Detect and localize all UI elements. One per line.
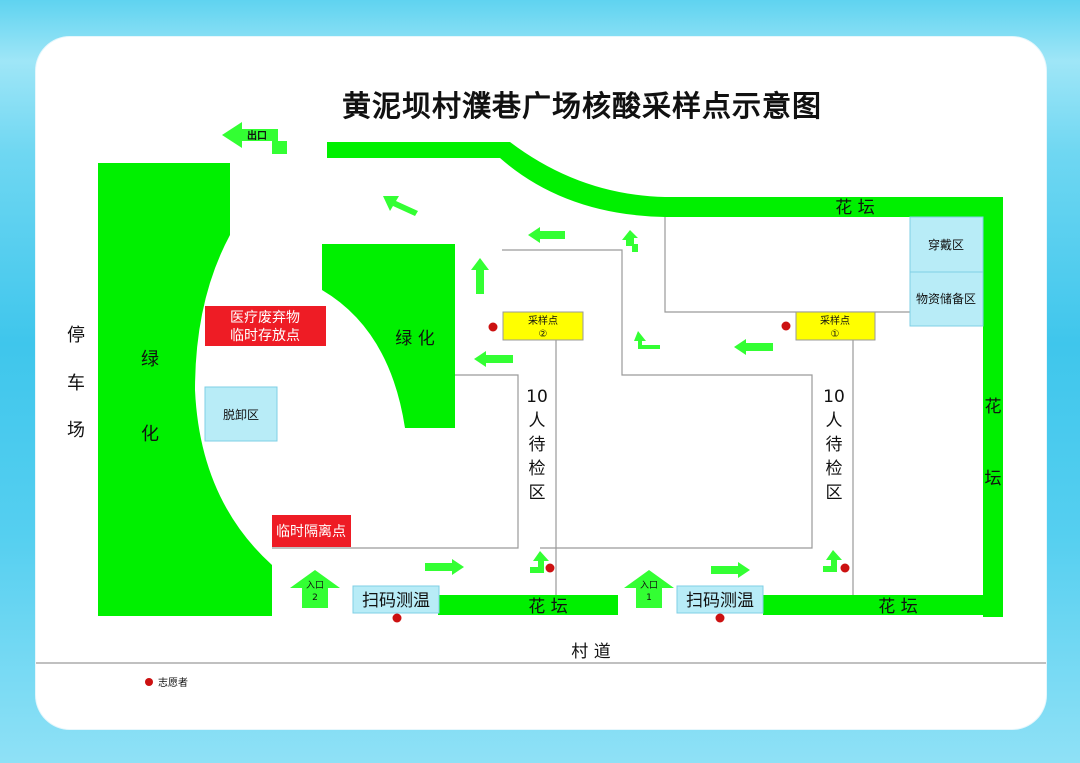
sampling-point-2 — [502, 311, 584, 341]
entrance-1: 入口 1 — [624, 570, 674, 608]
flower-bed-bottom-right — [763, 595, 1003, 615]
undress-area-label: 脱卸区 — [223, 407, 259, 422]
volunteer-dot — [545, 563, 555, 573]
sampling-point-2-num: ② — [539, 329, 548, 340]
arrow-corner-mid — [634, 331, 660, 349]
arrow-diagonal-up-left — [383, 196, 418, 216]
arrow-corner-top — [622, 230, 638, 252]
arrow-corner-bottom-2 — [530, 551, 549, 573]
arrow-left-right-queue — [734, 339, 773, 355]
undress-area — [204, 386, 278, 442]
village-road-label: 村 道 — [571, 642, 610, 662]
arrow-corner-bottom-1 — [823, 550, 842, 572]
flower-bottom-mid-label: 花 坛 — [528, 597, 567, 617]
volunteers — [392, 321, 850, 623]
waiting-1-line-3: 待 — [826, 435, 843, 455]
sampling-point-1-num: ① — [831, 329, 840, 340]
sampling-point-2-label: 采样点 — [528, 314, 558, 327]
green-left-char-2: 化 — [141, 424, 159, 445]
sampling-point-1-label: 采样点 — [820, 314, 850, 327]
waiting-1-line-4: 检 — [826, 459, 843, 479]
storage-area-label: 物资储备区 — [916, 291, 976, 306]
exit-label: 出口 — [247, 129, 267, 142]
scan-temp-1-label: 扫码测温 — [686, 591, 754, 611]
map-title: 黄泥坝村濮巷广场核酸采样点示意图 — [342, 89, 822, 123]
medical-waste-point — [205, 306, 326, 346]
dress-area-label: 穿戴区 — [928, 237, 964, 252]
arrow-up — [471, 258, 489, 294]
flower-bottom-right-label: 花 坛 — [878, 597, 917, 617]
parking-char-2: 车 — [67, 373, 85, 394]
waiting-1-line-5: 区 — [826, 483, 843, 503]
legend-volunteer-label: 志愿者 — [158, 676, 188, 689]
volunteer-dot — [392, 613, 402, 623]
waiting-area-1: 10 人 待 检 区 — [823, 387, 845, 503]
entrance-2-num: 2 — [312, 593, 318, 603]
waiting-2-line-4: 检 — [529, 459, 546, 479]
volunteer-dot — [488, 322, 498, 332]
flower-right-char-2: 坛 — [985, 469, 1002, 489]
waiting-2-line-2: 人 — [529, 411, 546, 431]
arrow-right-bottom-1 — [711, 562, 750, 578]
arrow-right-bottom-2 — [425, 559, 464, 575]
medical-waste-line-2: 临时存放点 — [230, 328, 300, 344]
waiting-2-line-5: 区 — [529, 483, 546, 503]
entrance-2: 入口 2 — [290, 570, 340, 608]
waiting-2-line-1: 10 — [526, 387, 548, 407]
storage-area — [909, 271, 984, 327]
green-left-char-1: 绿 — [141, 349, 159, 370]
arrow-left-mid — [474, 351, 513, 367]
entrance-1-label: 入口 — [640, 580, 658, 591]
entrance-2-label: 入口 — [306, 580, 324, 591]
exit-arrow: 出口 — [222, 122, 287, 154]
medical-waste-line-1: 医疗废弃物 — [230, 310, 300, 326]
arrow-left-top — [528, 227, 565, 243]
flower-right-char-1: 花 — [985, 397, 1002, 417]
legend-volunteer-dot — [145, 678, 153, 686]
green-area-left — [98, 163, 272, 616]
green-center-label: 绿 化 — [395, 329, 434, 349]
parking-char-1: 停 — [67, 325, 85, 346]
waiting-1-line-1: 10 — [823, 387, 845, 407]
volunteer-dot — [781, 321, 791, 331]
flower-bed-bottom-middle — [438, 595, 618, 615]
entrance-1-num: 1 — [646, 593, 652, 603]
volunteer-dot — [840, 563, 850, 573]
waiting-1-line-2: 人 — [826, 411, 843, 431]
flower-bed-right — [983, 217, 1003, 617]
scan-temp-2 — [352, 585, 440, 614]
quarantine-label: 临时隔离点 — [276, 523, 346, 540]
green-area-center — [322, 244, 455, 428]
quarantine-point — [272, 515, 351, 547]
flower-top-label: 花 坛 — [835, 198, 874, 218]
flow-arrows — [383, 196, 842, 578]
scan-temp-2-label: 扫码测温 — [362, 591, 430, 611]
waiting-2-line-3: 待 — [529, 435, 546, 455]
volunteer-dot — [715, 613, 725, 623]
parking-char-3: 场 — [67, 420, 85, 441]
scan-temp-1 — [676, 585, 764, 614]
sampling-point-1 — [795, 311, 876, 341]
flower-bed-top — [327, 142, 1003, 217]
waiting-area-2: 10 人 待 检 区 — [526, 387, 548, 503]
